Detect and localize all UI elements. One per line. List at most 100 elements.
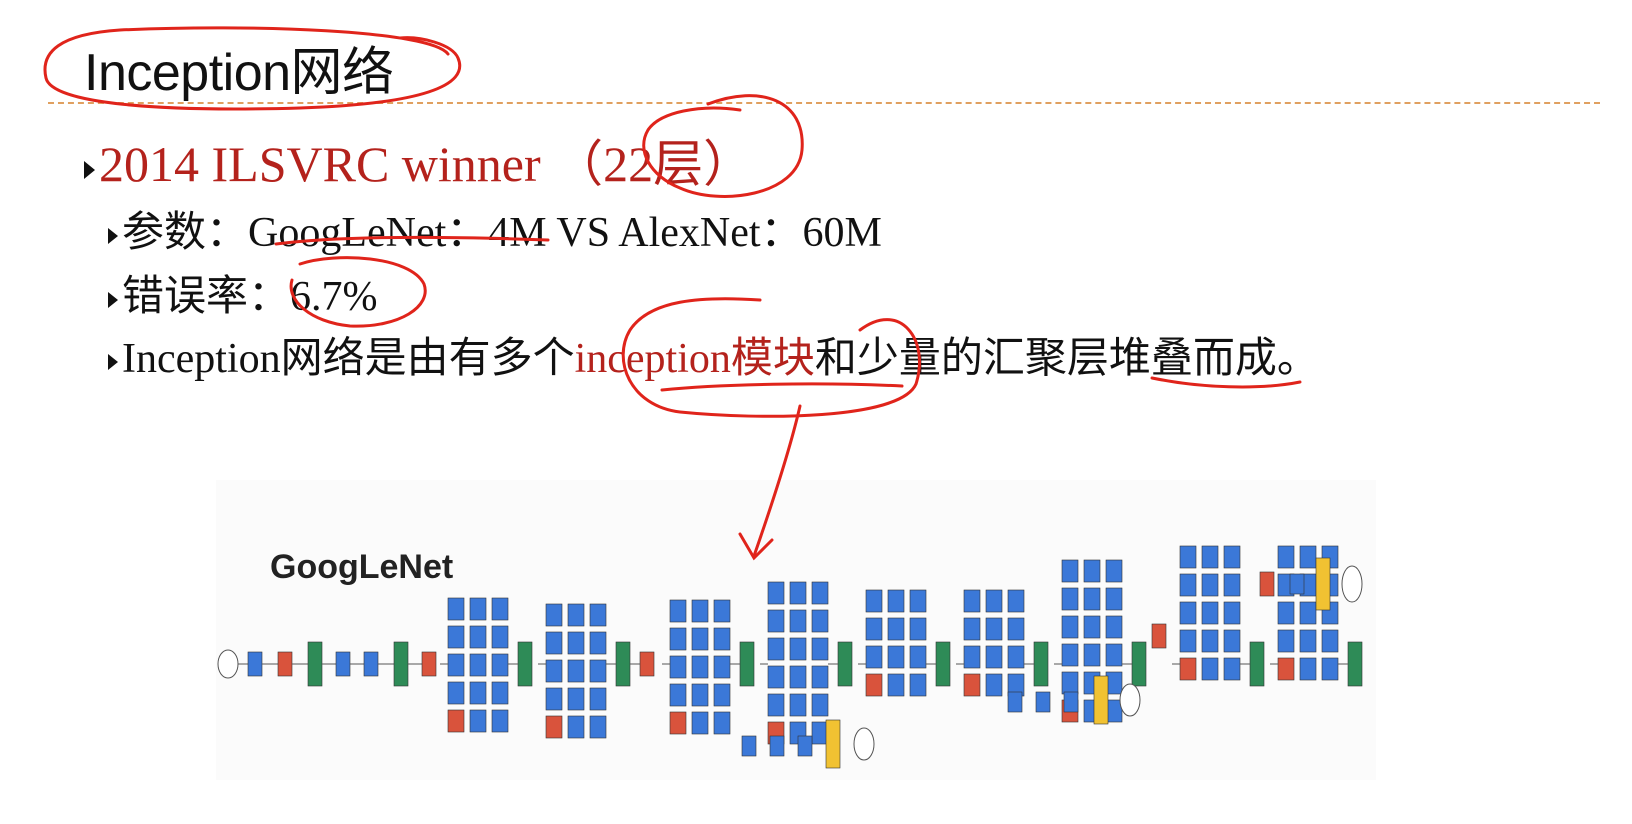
inception-branch-block [447,625,465,649]
inception-branch-block [545,687,563,711]
aux-conv-block [769,735,785,757]
inception-branch-block [589,715,607,739]
composition-before: Inception网络是由有多个 [122,336,575,382]
inception-branch-block [1277,601,1295,625]
inception-branch-block [789,693,807,717]
inception-concat-block [1249,641,1265,687]
inception-branch-block [469,653,487,677]
inception-branch-block [1061,643,1079,667]
inception-branch-block [1061,615,1079,639]
inception-branch-block [469,681,487,705]
aux-output-node [853,727,875,761]
inception-branch-block [963,589,981,613]
inception-concat-block [837,641,853,687]
inception-branch-block [1105,559,1123,583]
inception-branch-block [545,631,563,655]
inception-concat-block [1347,641,1363,687]
error-label: 错误率： [122,274,291,320]
title-divider [48,102,1600,104]
inception-branch-block [545,715,563,739]
inception-concat-block [935,641,951,687]
inception-branch-block [789,665,807,689]
inception-branch-block [909,617,927,641]
bullet-triangle-icon [108,354,118,371]
bullet-triangle-icon [108,228,118,245]
inception-branch-block [865,673,883,697]
inception-branch-block [1277,545,1295,569]
inception-branch-block [1277,629,1295,653]
googlenet-diagram-label: GoogLeNet [270,548,454,586]
inception-branch-block [1105,587,1123,611]
inception-branch-block [1179,601,1197,625]
inception-branch-block [1179,657,1197,681]
inception-branch-block [491,681,509,705]
inception-branch-block [767,665,785,689]
inception-branch-block [1223,573,1241,597]
inception-branch-block [985,589,1003,613]
aux-conv-block [1063,691,1079,713]
inception-branch-block [669,683,687,707]
final-fc-block [1289,573,1305,595]
inception-branch-block [589,603,607,627]
aux-softmax-block [825,719,841,769]
inception-branch-block [887,589,905,613]
inception-branch-block [909,645,927,669]
inception-branch-block [669,627,687,651]
inception-branch-block [1299,545,1317,569]
inception-branch-block [1299,657,1317,681]
inception-concat-block [1131,641,1147,687]
inception-branch-block [1007,645,1025,669]
inception-branch-block [789,581,807,605]
inception-branch-block [1105,615,1123,639]
inception-branch-block [491,597,509,621]
inception-branch-block [1179,545,1197,569]
concat-layer-block [393,641,409,687]
inception-branch-block [713,711,731,735]
aux-softmax-block [1093,675,1109,725]
inception-branch-block [985,617,1003,641]
bullet-triangle-icon [84,160,95,179]
inception-branch-block [767,693,785,717]
inception-branch-block [567,715,585,739]
inception-branch-block [469,709,487,733]
inception-branch-block [1007,589,1025,613]
inception-branch-block [491,625,509,649]
winner-text: 2014 ILSVRC winner [99,136,554,192]
inception-branch-block [789,609,807,633]
params-label: 参数： [122,210,249,256]
inception-branch-block [1007,617,1025,641]
bullet-triangle-icon [108,292,118,309]
params-googlenet: GoogLeNet： [248,210,489,256]
inception-branch-block [713,683,731,707]
inception-branch-block [713,627,731,651]
inception-branch-block [1223,601,1241,625]
inception-branch-block [447,653,465,677]
inception-branch-block [589,631,607,655]
inception-branch-block [447,597,465,621]
inception-branch-block [469,625,487,649]
pool-layer-block [1151,623,1167,649]
inception-branch-block [767,637,785,661]
inception-branch-block [1299,601,1317,625]
inception-branch-block [1299,629,1317,653]
inception-branch-block [1201,545,1219,569]
inception-branch-block [1083,615,1101,639]
concat-layer-block [307,641,323,687]
final-softmax-block [1315,557,1331,611]
pool-layer-block [277,651,293,677]
inception-branch-block [589,659,607,683]
params-rest: 4M VS AlexNet：60M [488,210,882,256]
inception-branch-block [491,709,509,733]
inception-branch-block [447,709,465,733]
inception-branch-block [691,683,709,707]
inception-branch-block [963,617,981,641]
aux-conv-block [797,735,813,757]
inception-branch-block [447,681,465,705]
inception-branch-block [1061,559,1079,583]
conv-layer-block [363,651,379,677]
inception-branch-block [1321,657,1339,681]
inception-branch-block [1061,587,1079,611]
inception-branch-block [811,637,829,661]
inception-branch-block [865,589,883,613]
